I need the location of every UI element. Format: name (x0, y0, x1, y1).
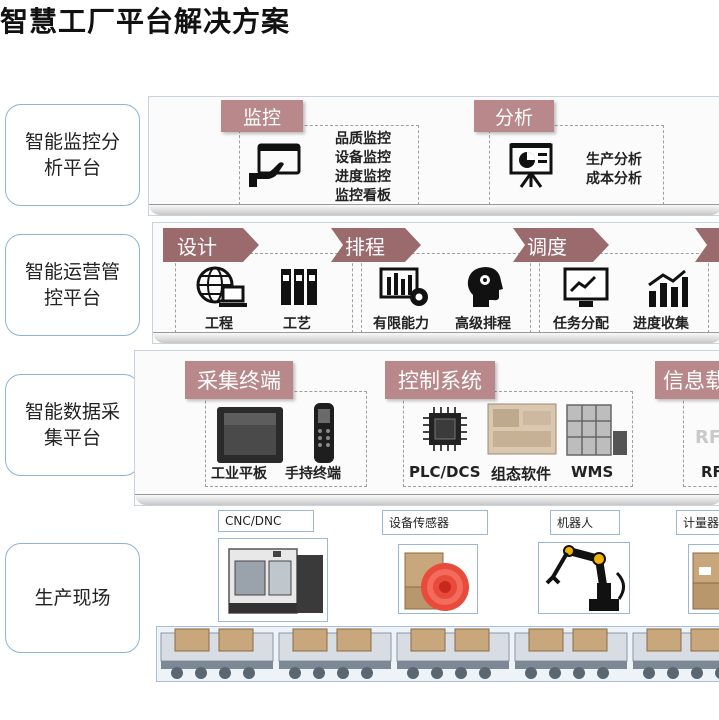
collection-layer: 采集终端 工业平板 手持终端 控制系统 (134, 350, 719, 506)
conveyor-belt (156, 626, 719, 682)
sensor-image (398, 544, 478, 614)
robot-arm-icon (545, 545, 625, 611)
design-item: 工程 (205, 316, 233, 332)
scada-screen-icon (487, 403, 557, 455)
monitor-screen-icon (249, 143, 301, 187)
analysis-tab: 分析 (474, 100, 554, 132)
terminal-item: 手持终端 (285, 466, 341, 482)
rfid-tag-icon: RFID (695, 427, 719, 448)
schedule-item: 高级排程 (455, 316, 511, 332)
page-title: 智慧工厂平台解决方案 (0, 5, 291, 38)
control-system-item: PLC/DCS (409, 463, 481, 481)
control-system-item: 组态软件 (491, 465, 552, 483)
operation-layer-label: 智能运营管控平台 (5, 234, 140, 336)
robot-image (538, 542, 630, 614)
monitor-item-list: 品质监控 设备监控 进度监控 监控看板 (335, 130, 391, 206)
brain-head-icon (467, 267, 503, 307)
analysis-item: 生产分析 (586, 152, 642, 168)
control-system-group (403, 391, 633, 487)
schedule-step-arrow: 排程 (331, 228, 421, 262)
sensor-label: 设备传感器 (382, 510, 488, 535)
monitor-tab: 监控 (221, 100, 303, 132)
cnc-label: CNC/DNC (218, 510, 314, 532)
terminal-item: 工业平板 (211, 466, 267, 482)
handheld-terminal-icon (314, 403, 334, 463)
monitor-layer-label: 智能监控分析平台 (5, 104, 140, 206)
plc-chip-icon (423, 407, 467, 451)
monitor-layer-base (149, 204, 719, 215)
monitor-item: 品质监控 (335, 131, 391, 147)
capacity-gear-icon (379, 267, 428, 306)
analysis-item-list: 生产分析 成本分析 (586, 151, 642, 189)
monitor-item: 进度监控 (335, 169, 391, 185)
monitor-item: 监控看板 (335, 188, 391, 204)
industrial-tablet-icon (217, 407, 283, 463)
sensor-target-icon (404, 552, 469, 611)
cnc-machine-icon (228, 548, 323, 614)
operation-layer: 设计 排程 调度 工程 工艺 有限能力 高级排程 (152, 222, 719, 344)
schedule-item: 有限能力 (373, 316, 429, 332)
binders-icon (281, 269, 317, 305)
globe-computer-icon (196, 266, 247, 307)
robot-label: 机器人 (550, 510, 620, 535)
collection-layer-label: 智能数据采集平台 (5, 374, 140, 476)
monitor-layer: 监控 品质监控 设备监控 进度监控 监控看板 分析 生产分析 成本分析 (148, 96, 719, 216)
monitor-item: 设备监控 (335, 150, 391, 166)
design-step-arrow: 设计 (163, 228, 259, 262)
bar-chart-icon (648, 269, 688, 307)
design-item: 工艺 (283, 316, 311, 332)
meter-box-icon (692, 552, 719, 610)
conveyor-boxes-icon (160, 628, 719, 680)
field-layer-label: 生产现场 (5, 543, 140, 653)
dispatch-item: 进度收集 (633, 316, 689, 332)
meter-image (688, 544, 719, 614)
operation-layer-base (153, 332, 719, 343)
meter-label: 计量器 (676, 510, 719, 535)
analysis-item: 成本分析 (586, 171, 642, 187)
info-carrier-item: RF (701, 463, 719, 481)
dispatch-item: 任务分配 (553, 316, 609, 332)
warehouse-rack-icon (566, 404, 627, 456)
info-carrier-tab: 信息载 (655, 361, 719, 399)
collection-layer-base (135, 494, 719, 505)
control-system-tab: 控制系统 (385, 361, 495, 399)
dispatch-step-arrow: 调度 (513, 228, 609, 262)
task-board-icon (563, 267, 609, 307)
control-system-item: WMS (571, 463, 614, 481)
terminal-tab: 采集终端 (185, 361, 293, 399)
presentation-chart-icon (509, 143, 553, 188)
cnc-machine-image (218, 538, 328, 622)
